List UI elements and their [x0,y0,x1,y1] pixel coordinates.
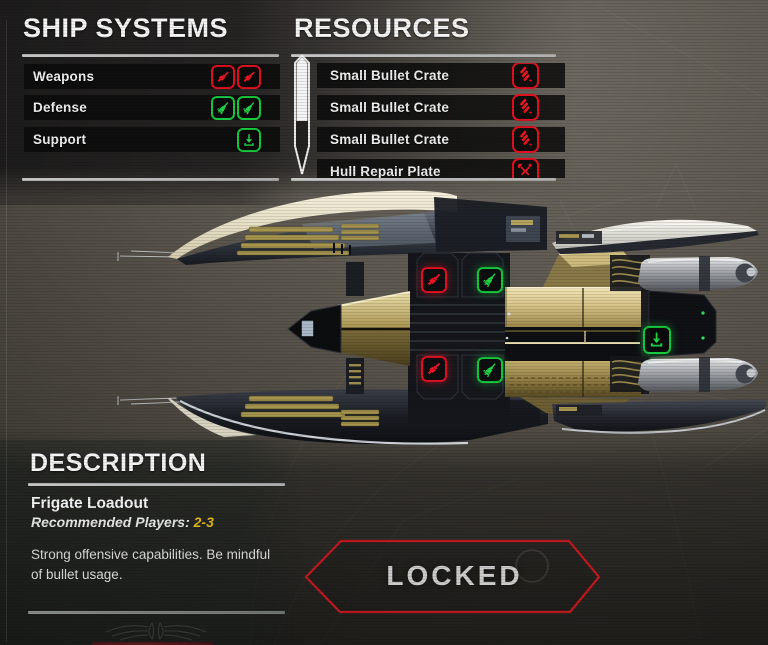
resources-divider-top [291,54,556,57]
bullet-crate-icon [516,130,534,148]
gatling-gun-icon [215,69,231,85]
ship-defense-slot-badge-1[interactable] [477,267,503,293]
defense-slot-badge[interactable] [237,95,261,120]
description-divider-top [28,483,285,486]
weapon-slots [211,64,261,89]
resource-item-label: Small Bullet Crate [330,68,450,83]
resource-item[interactable]: Small Bullet Crate [317,63,565,89]
resources-scrollbar[interactable] [293,54,311,177]
resources-list: Small Bullet Crate Small Bullet Crate Sm… [317,63,565,178]
recommended-players: Recommended Players: 2-3 [31,514,214,530]
support-slot-badge[interactable] [237,127,261,152]
bullet-crate-badge[interactable] [512,63,539,89]
flak-cannon-icon [215,100,231,116]
recommended-players-label: Recommended Players: [31,514,194,530]
bullet-crate-icon [516,98,534,116]
support-slots [237,127,261,152]
hexagon-border [304,539,601,614]
bullet-crate-icon [516,66,534,84]
locked-button[interactable]: LOCKED [300,535,606,617]
defense-slot-badge[interactable] [211,95,235,120]
weapon-slot-badge[interactable] [237,64,261,89]
resource-item-label: Small Bullet Crate [330,132,450,147]
locked-button-frame [304,539,601,614]
flak-cannon-icon [481,361,499,379]
decor-circle [515,549,549,583]
system-row-label: Defense [33,100,87,115]
system-row-defense[interactable]: Defense [24,95,280,120]
flak-cannon-icon [241,100,257,116]
system-row-support[interactable]: Support [24,127,280,152]
faction-emblem [105,621,207,641]
bullet-crate-badge[interactable] [512,126,539,153]
bottom-panel-shade [0,428,768,645]
resupply-icon [647,330,666,349]
gatling-gun-icon [241,69,257,85]
system-row-label: Support [33,132,87,147]
resource-item-label: Small Bullet Crate [330,100,450,115]
bottom-red-accent [92,642,214,645]
scrollbar-thumb[interactable] [296,57,308,121]
ship-systems-title: SHIP SYSTEMS [23,13,229,43]
resource-item-label: Hull Repair Plate [330,164,441,178]
left-edge-line [6,20,7,642]
locked-button-label: LOCKED [386,560,523,591]
loadout-description-text: Strong offensive capabilities. Be mindfu… [31,547,271,582]
description-title: DESCRIPTION [30,449,207,477]
defense-slots [211,95,261,120]
ship-defense-slot-badge-2[interactable] [477,357,503,383]
ship-weapon-slot-badge-2[interactable] [421,356,447,382]
ship-systems-divider-top [22,54,279,57]
repair-tools-badge[interactable] [512,158,539,178]
gatling-gun-icon [425,271,443,289]
system-row-label: Weapons [33,69,95,84]
ship-weapon-slot-badge-1[interactable] [421,267,447,293]
flak-cannon-icon [481,271,499,289]
description-shade [0,440,300,645]
gatling-gun-icon [425,360,443,378]
system-row-weapons[interactable]: Weapons [24,64,280,89]
resource-item[interactable]: Small Bullet Crate [317,94,565,121]
recommended-players-value: 2-3 [193,514,214,530]
bullet-crate-badge[interactable] [512,94,539,121]
resupply-icon [241,132,257,148]
loadout-name: Frigate Loadout [31,495,149,512]
resource-item[interactable]: Hull Repair Plate [317,158,565,178]
ship-support-slot-badge[interactable] [643,326,671,354]
weapon-slot-badge[interactable] [211,64,235,89]
repair-tools-icon [516,162,534,178]
resources-title: RESOURCES [294,13,470,43]
ship-systems-divider-bottom [22,178,279,181]
resources-divider-bottom [291,178,556,181]
description-divider-bottom [28,611,285,614]
resource-item[interactable]: Small Bullet Crate [317,126,565,153]
